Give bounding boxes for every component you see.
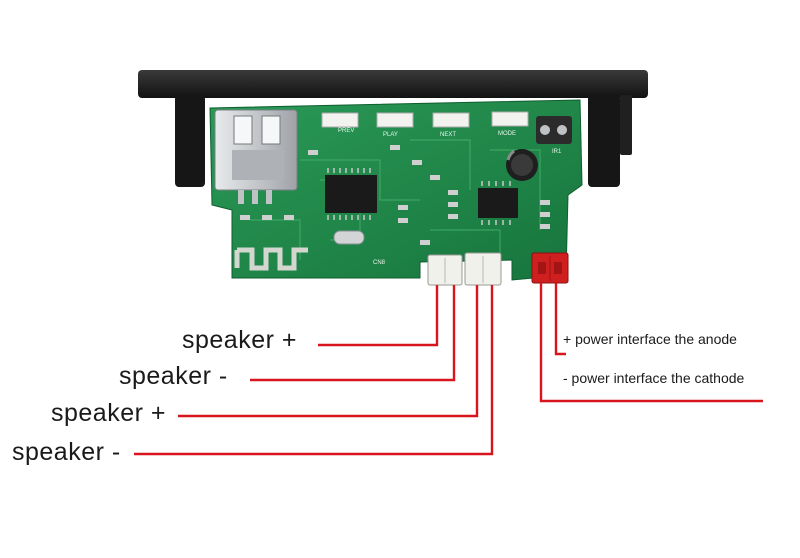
button-headers: PLAY NEXT MODE PREV: [321, 111, 529, 138]
wire-speaker-1: [318, 285, 439, 347]
wire-speaker-4: [134, 285, 494, 456]
silk-play: PLAY: [383, 132, 398, 138]
speaker-3-label: speaker +: [51, 399, 166, 427]
crystal: CN8: [333, 230, 386, 266]
speaker-connectors: [427, 252, 502, 286]
usb-port: [214, 109, 298, 204]
capacitor: [506, 149, 538, 181]
power-connector: [531, 252, 569, 284]
smd-components: [240, 145, 550, 245]
wire-power-anode: [554, 283, 566, 356]
silk-mode: MODE: [498, 131, 516, 137]
silk-ir: IR1: [552, 149, 562, 155]
power-anode-label: + power interface the anode: [563, 331, 737, 347]
ir-receiver: IR1: [536, 116, 572, 155]
main-ic: [325, 168, 377, 220]
wire-speaker-3: [178, 285, 479, 418]
wire-speaker-2: [250, 285, 456, 382]
silk-cn8: CN8: [373, 260, 386, 266]
speaker-4-label: speaker -: [12, 438, 121, 466]
silk-prev: PREV: [338, 128, 354, 134]
speaker-2-label: speaker -: [119, 362, 228, 390]
front-panel: [138, 70, 648, 187]
speaker-1-label: speaker +: [182, 326, 297, 354]
amp-ic: [478, 181, 518, 225]
antenna-trace: [234, 247, 308, 271]
wire-power-cathode: [539, 283, 763, 403]
silk-next: NEXT: [440, 132, 456, 138]
wire-group: [134, 283, 763, 456]
power-cathode-label: - power interface the cathode: [563, 370, 745, 386]
